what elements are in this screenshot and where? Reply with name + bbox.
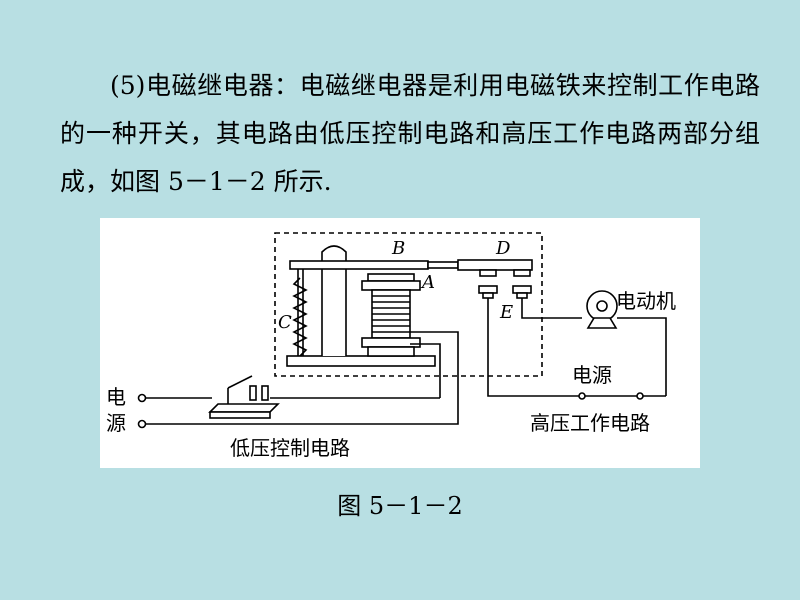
fixed-contact-left (478, 285, 498, 294)
label-high-voltage-circuit: 高压工作电路 (530, 411, 650, 435)
paragraph-text: (5)电磁继电器：电磁继电器是利用电磁铁来控制工作电路的一种开关，其电路由低压控… (60, 62, 760, 206)
label-low-voltage-circuit: 低压控制电路 (230, 436, 350, 460)
armature-pillar (321, 245, 347, 356)
lv-power-terminal-top (137, 393, 147, 403)
contact-bar-d (457, 259, 533, 271)
label-e: E (499, 302, 513, 323)
label-motor: 电动机 (616, 289, 676, 313)
spring-c (292, 277, 308, 357)
electromagnet-core-top (367, 273, 415, 282)
label-power-source-left-2: 源 (106, 411, 126, 435)
label-d: D (495, 238, 511, 259)
label-power-source-left-1: 电 (106, 385, 126, 409)
figure-caption: 图 5－1－2 (337, 492, 463, 520)
relay-enclosure (274, 232, 543, 377)
label-power-source-right: 电源 (572, 363, 612, 387)
paragraph-content: (5)电磁继电器：电磁继电器是利用电磁铁来控制工作电路的一种开关，其电路由低压控… (60, 71, 760, 196)
relay-circuit-figure: B D A C E 电动机 电源 电 源 高压工作电路 低压控制电路 (100, 218, 700, 468)
relay-base (286, 355, 436, 367)
label-a: A (420, 272, 435, 293)
hv-power-terminal-left (578, 392, 586, 400)
label-c: C (278, 312, 292, 333)
fixed-contact-right (512, 285, 532, 294)
hv-power-terminal-right (636, 392, 644, 400)
relay-diagram: B D A C E 电动机 电源 电 源 高压工作电路 低压控制电路 (106, 232, 676, 460)
label-b: B (391, 238, 405, 259)
knife-switch (208, 403, 280, 413)
lv-power-terminal-bottom (137, 419, 147, 429)
lever-arm-b (289, 260, 429, 270)
motor (586, 290, 618, 322)
